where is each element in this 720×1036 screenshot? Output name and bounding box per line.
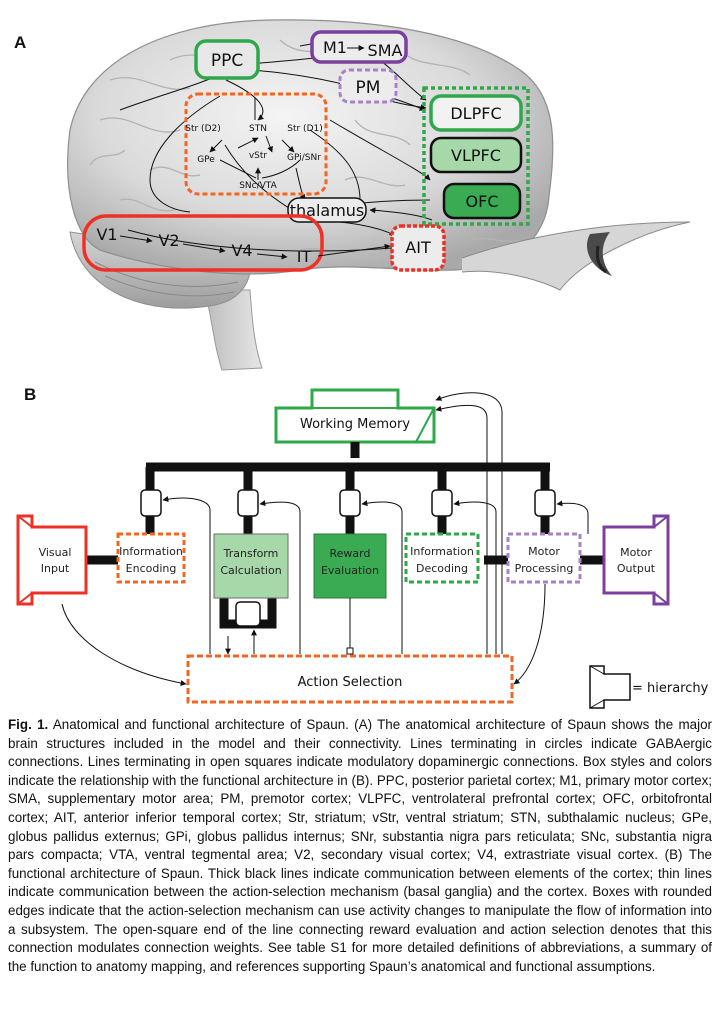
motor-output-label-1: Motor [620,546,652,559]
information-decoding-box: Information Decoding [404,532,480,584]
v2-label: V2 [158,231,179,250]
figure-number: Fig. 1. [8,717,49,732]
stn-label: STN [249,124,267,134]
ofc-label: OFC [466,192,499,211]
reward-evaluation-box: Reward Evaluation [313,533,387,599]
information-decoding-label-2: Decoding [416,562,468,575]
working-memory-label: Working Memory [300,417,410,432]
vlpfc-box: VLPFC [429,136,523,174]
pfc-group-outline [422,86,530,226]
reward-evaluation-label-1: Reward [330,547,371,560]
panel-a-label: A [14,33,26,52]
motor-output-label-2: Output [617,562,656,575]
gpi-snr-label: GPi/SNr [287,153,321,163]
eye-icon [461,221,691,291]
information-encoding-label-1: Information [119,545,183,558]
motor-processing-box: Motor Processing [506,532,582,584]
thalamus-label: thalamus [290,201,365,220]
ppc-box: PPC [194,39,260,80]
sma-label: SMA [368,41,403,60]
v1-label: V1 [96,225,117,244]
ait-label: AIT [405,238,431,257]
dlpfc-box: DLPFC [429,94,523,132]
pm-label: PM [356,78,381,98]
caption-text: Anatomical and functional architecture o… [8,717,712,974]
motor-output-box: Motor Output [602,514,670,606]
panel-b-thin-connections [61,392,589,686]
it-label: IT [297,247,312,266]
basal-ganglia-labels: Str (D2) Str (D1) STN GPe vStr GPi/SNr S… [185,124,322,191]
information-decoding-label-1: Information [410,545,474,558]
transform-calculation-label-1: Transform [223,547,279,560]
v4-label: V4 [231,241,252,260]
working-memory-box: Working Memory [274,388,436,444]
figure-caption: Fig. 1. Anatomical and functional archit… [8,716,712,976]
ppc-label: PPC [211,51,243,71]
m1-sma-box: M1 SMA [310,30,408,64]
dlpfc-label: DLPFC [450,104,501,123]
visual-stream-box: V1 V2 V4 IT [82,214,391,272]
action-selection-label: Action Selection [298,675,403,690]
ait-box: AIT [390,224,446,272]
ofc-box: OFC [442,182,522,220]
basal-ganglia-outline [184,92,328,196]
hierarchy-legend-label: = hierarchy [632,681,709,696]
thalamus-box: thalamus [287,197,367,223]
information-encoding-label-2: Encoding [126,562,177,575]
snc-vta-label: SNc/VTA [239,181,277,191]
str-d2-label: Str (D2) [185,124,220,134]
action-selection-box: Action Selection [186,654,514,704]
str-d1-label: Str (D1) [287,124,322,134]
gate-squares [140,489,556,627]
panel-b-label: B [24,385,36,404]
visual-input-label-2: Input [41,562,70,575]
information-encoding-box: Information Encoding [116,532,186,584]
vstr-label: vStr [249,151,268,161]
hierarchy-legend: = hierarchy [589,665,709,709]
gpe-label: GPe [197,155,215,165]
m1-label: M1 [323,38,347,57]
motor-processing-label-1: Motor [528,545,560,558]
figure-canvas: A [14,19,709,709]
transform-calculation-label-2: Calculation [220,564,281,577]
transform-calculation-box: Transform Calculation [213,533,289,599]
motor-processing-label-2: Processing [515,562,574,575]
visual-input-label-1: Visual [39,546,72,559]
pm-box: PM [338,68,398,104]
vlpfc-label: VLPFC [451,146,501,165]
reward-evaluation-label-2: Evaluation [321,564,379,577]
visual-input-box: Visual Input [16,514,88,606]
